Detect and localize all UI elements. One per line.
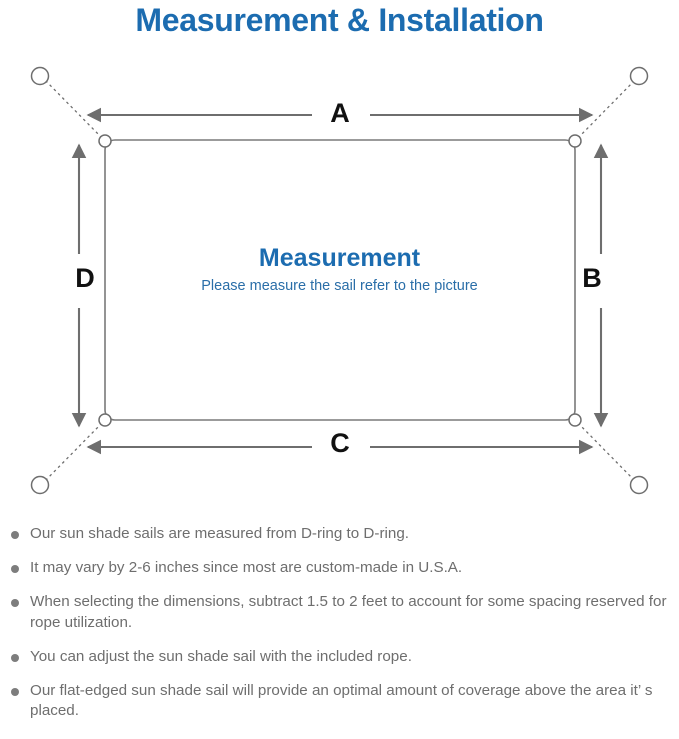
- bullet-icon: [11, 688, 19, 697]
- list-item: When selecting the dimensions, subtract …: [0, 592, 679, 632]
- sail-heading: Measurement: [258, 244, 421, 272]
- page-title: Measurement & Installation: [135, 2, 544, 38]
- bullet-icon: [11, 531, 19, 539]
- anchor-point-top-left: [30, 66, 50, 86]
- bullet-icon: [11, 599, 19, 608]
- rope-bottom-right: [577, 422, 637, 483]
- note-text: When selecting the dimensions, subtract …: [30, 593, 667, 631]
- d-ring-bottom-left: [98, 413, 112, 427]
- bullet-icon: [11, 565, 19, 574]
- list-item: It may vary by 2-6 inches since most are…: [0, 558, 679, 578]
- anchor-point-bottom-right: [629, 475, 649, 495]
- list-item: Our flat-edged sun shade sail will provi…: [0, 681, 679, 721]
- dimension-label-b: B: [582, 263, 602, 293]
- list-item: Our sun shade sails are measured from D-…: [0, 524, 679, 544]
- d-ring-top-right: [568, 134, 582, 148]
- bullet-icon: [11, 653, 19, 662]
- rope-top-right: [577, 78, 637, 139]
- anchor-point-top-right: [629, 66, 649, 86]
- sail-body: [104, 139, 576, 421]
- dimension-label-d: D: [75, 263, 95, 293]
- note-text: Our sun shade sails are measured from D-…: [30, 525, 409, 542]
- dimension-label-a: A: [330, 98, 350, 128]
- sun-shade-sail-measurement-diagram: [0, 46, 679, 516]
- note-text: It may vary by 2-6 inches since most are…: [30, 559, 463, 577]
- anchor-point-bottom-left: [30, 475, 50, 495]
- d-ring-bottom-right: [568, 413, 582, 427]
- sail-subtext: Please measure the sail refer to the pic…: [201, 278, 478, 294]
- d-ring-top-left: [98, 134, 112, 148]
- list-item: You can adjust the sun shade sail with t…: [0, 647, 679, 667]
- dimension-label-c: C: [330, 428, 350, 458]
- note-text: Our flat-edged sun shade sail will provi…: [30, 682, 653, 720]
- rope-bottom-left: [43, 422, 103, 483]
- note-text: You can adjust the sun shade sail with t…: [30, 647, 412, 665]
- rope-top-left: [43, 78, 103, 139]
- notes-list: Our sun shade sails are measured from D-…: [0, 524, 679, 736]
